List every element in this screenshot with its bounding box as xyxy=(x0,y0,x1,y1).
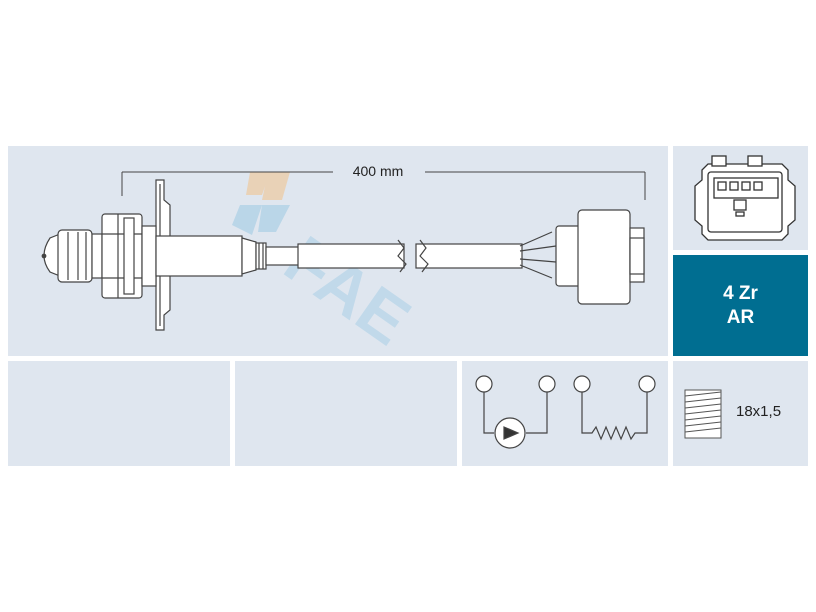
oxygen-sensor-body xyxy=(41,179,301,331)
empty-info-box-2 xyxy=(235,361,457,466)
type-code-line1: 4 Zr xyxy=(723,282,758,304)
cable-length-label: 400 mm xyxy=(333,163,423,179)
connector-housing xyxy=(555,209,645,305)
thread-size-label: 18x1,5 xyxy=(736,403,782,420)
type-code-line2: AR xyxy=(726,306,755,328)
watermark-text: FAE xyxy=(271,222,423,360)
type-code-badge: 4 Zr AR xyxy=(673,255,808,356)
sensor-cable xyxy=(297,231,557,279)
empty-info-box-1 xyxy=(8,361,230,466)
circuit-diagram-icon xyxy=(475,375,656,449)
connector-front-view-icon xyxy=(694,155,796,241)
thread-icon xyxy=(684,389,722,439)
circuit-diagram-panel xyxy=(462,361,668,466)
dimension-line xyxy=(121,171,646,200)
